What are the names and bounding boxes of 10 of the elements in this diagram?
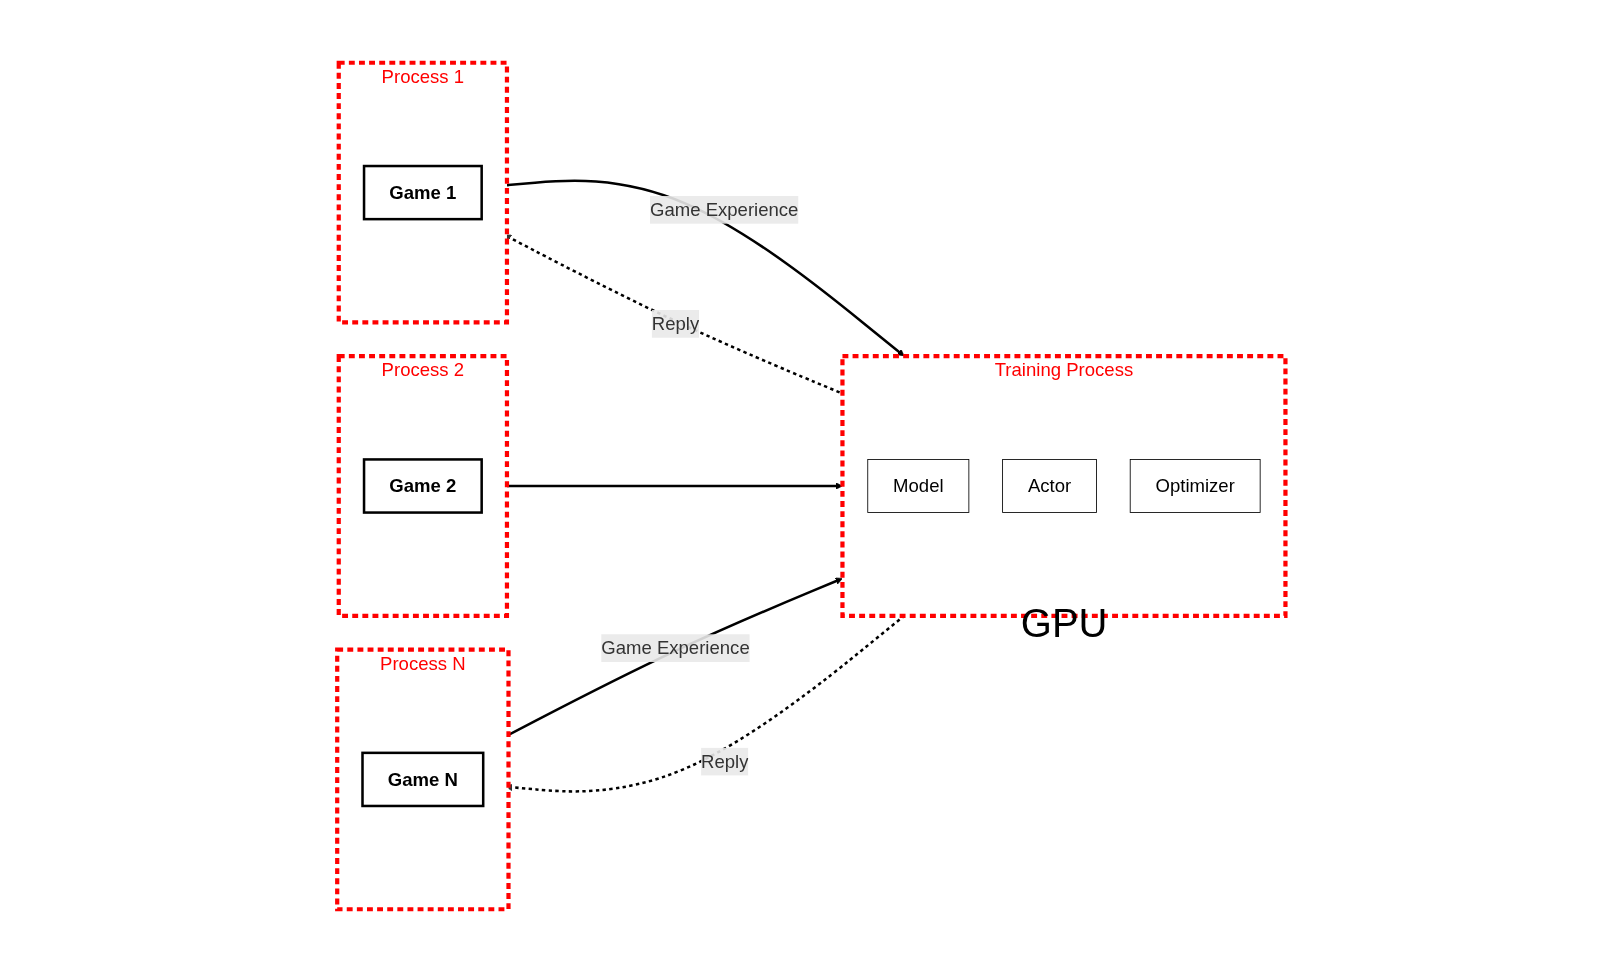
node-box: Actor (1002, 459, 1098, 513)
edge-label: Reply (701, 751, 749, 773)
node-box: Game 2 (362, 458, 484, 514)
node-box: Optimizer (1129, 459, 1261, 513)
node-box: Model (867, 459, 970, 513)
edge-label: Game Experience (601, 637, 750, 659)
node-box: Game N (361, 751, 485, 808)
node-box: Game 1 (362, 164, 484, 221)
edge-label: Game Experience (650, 199, 799, 221)
edge-label: Reply (651, 313, 700, 335)
